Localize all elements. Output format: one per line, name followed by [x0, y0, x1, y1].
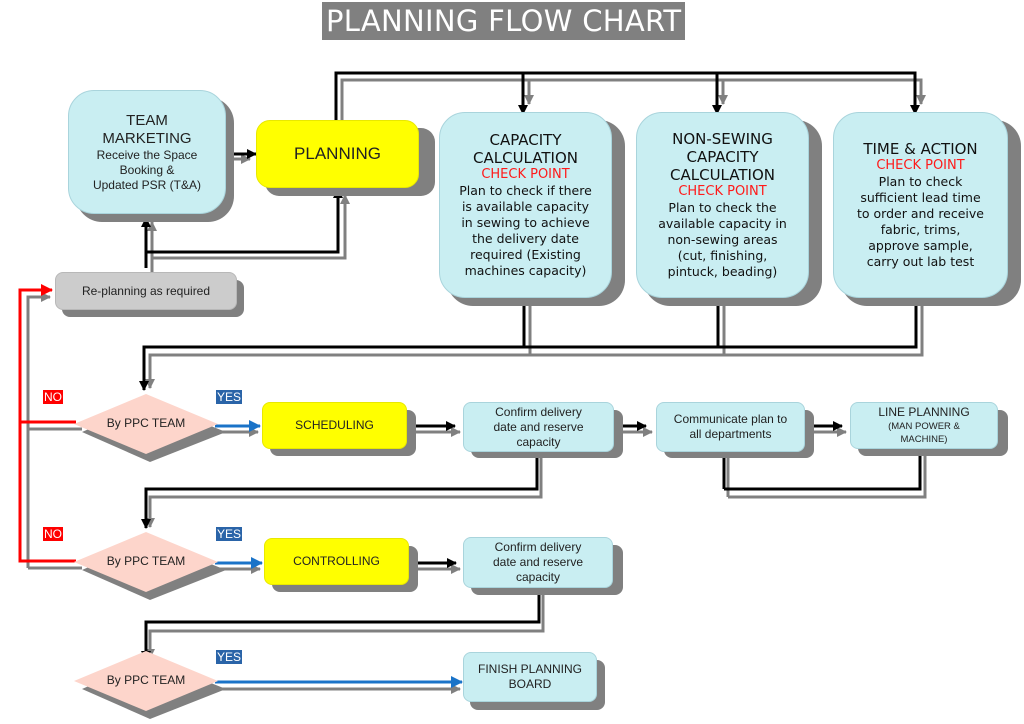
finish-line: BOARD: [508, 677, 552, 691]
capacity-heading-1: CAPACITY: [489, 131, 562, 149]
communicate-line: Communicate plan to: [673, 412, 788, 426]
planning-box: PLANNING: [256, 120, 419, 188]
yes-label-3: YES: [216, 650, 243, 664]
finish-planning-board-box: FINISH PLANNING BOARD: [463, 652, 597, 702]
non-sewing-heading-2: CAPACITY: [686, 148, 759, 166]
confirm-delivery-box-2: Confirm delivery date and reserve capaci…: [463, 537, 613, 588]
non-sewing-body-line: Plan to check the: [668, 200, 777, 215]
replanning-box: Re-planning as required: [55, 272, 237, 310]
team-marketing-heading-1: TEAM: [126, 111, 168, 129]
time-action-body-line: to order and receive: [857, 206, 984, 221]
replanning-label: Re-planning as required: [81, 284, 211, 298]
line-planning-box: LINE PLANNING (MAN POWER & MACHINE): [850, 402, 998, 449]
team-marketing-body-1: Receive the Space: [96, 147, 198, 162]
capacity-check-point: CHECK POINT: [481, 167, 570, 182]
confirm-1-line: capacity: [516, 434, 561, 449]
connectors: [139, 71, 922, 661]
yes-connectors: [215, 420, 463, 688]
capacity-body-line: is available capacity: [461, 199, 590, 214]
team-marketing-body-3: Updated PSR (T&A): [92, 177, 202, 192]
non-sewing-body-line: available capacity in: [658, 216, 787, 231]
line-planning-title: LINE PLANNING: [878, 405, 970, 419]
scheduling-label: SCHEDULING: [295, 418, 374, 432]
non-sewing-body-line: (cut, finishing,: [677, 248, 768, 263]
capacity-body-line: the delivery date: [472, 231, 579, 246]
line-planning-subtitle: (MAN POWER &: [888, 421, 960, 432]
communicate-plan-box: Communicate plan to all departments: [656, 402, 805, 452]
decision-1-shape: [74, 394, 218, 454]
page-title: PLANNING FLOW CHART: [322, 2, 686, 40]
non-sewing-heading-3: CALCULATION: [670, 166, 775, 184]
non-sewing-heading-1: NON-SEWING: [672, 130, 773, 148]
decision-3-label: By PPC TEAM: [106, 673, 186, 687]
time-action-body-line: approve sample,: [868, 238, 973, 253]
team-marketing-box: TEAM MARKETING Receive the Space Booking…: [68, 90, 226, 214]
time-action-body-line: sufficient lead time: [860, 190, 981, 205]
decision-1-label: By PPC TEAM: [106, 416, 186, 430]
time-action-check-point: CHECK POINT: [876, 158, 965, 173]
decision-2-label: By PPC TEAM: [106, 554, 186, 568]
confirm-1-line: Confirm delivery: [495, 404, 582, 419]
finish-line: FINISH PLANNING: [477, 662, 582, 676]
no-loop-connector: [18, 284, 76, 563]
capacity-calculation-box: CAPACITY CALCULATION CHECK POINT Plan to…: [439, 112, 612, 298]
line-planning-subtitle: MACHINE): [900, 434, 948, 445]
controlling-box: CONTROLLING: [264, 538, 409, 585]
non-sewing-check-point: CHECK POINT: [678, 184, 767, 199]
non-sewing-body-line: pintuck, beading): [667, 264, 778, 279]
time-action-body-line: carry out lab test: [866, 254, 975, 269]
capacity-body-line: in sewing to achieve: [461, 215, 590, 230]
scheduling-box: SCHEDULING: [262, 402, 407, 449]
no-label-1: NO: [43, 390, 63, 404]
time-and-action-box: TIME & ACTION CHECK POINT Plan to check …: [833, 112, 1008, 298]
no-label-2: NO: [43, 527, 63, 541]
capacity-heading-2: CALCULATION: [473, 149, 578, 167]
controlling-label: CONTROLLING: [293, 554, 380, 568]
confirm-2-line: date and reserve: [492, 555, 584, 569]
confirm-1-line: date and reserve: [493, 419, 584, 434]
confirm-delivery-box-1: Confirm delivery date and reserve capaci…: [463, 402, 614, 452]
time-action-body-line: Plan to check: [878, 174, 963, 189]
communicate-line: all departments: [689, 427, 772, 441]
confirm-2-line: capacity: [515, 570, 561, 584]
planning-label: PLANNING: [294, 144, 381, 163]
team-marketing-heading-2: MARKETING: [102, 129, 192, 147]
time-action-body-line: fabric, trims,: [880, 222, 961, 237]
capacity-body-line: machines capacity): [464, 263, 587, 278]
decision-3-shape: [74, 651, 218, 711]
capacity-body-line: Plan to check if there: [459, 183, 592, 198]
capacity-body-line: required (Existing: [470, 247, 581, 262]
decision-diamonds: [74, 394, 226, 719]
decision-2-shape: [74, 532, 218, 592]
time-action-heading: TIME & ACTION: [863, 140, 978, 158]
non-sewing-capacity-box: NON-SEWING CAPACITY CALCULATION CHECK PO…: [636, 112, 809, 298]
team-marketing-body-2: Booking &: [119, 162, 175, 177]
yes-label-1: YES: [216, 390, 243, 404]
confirm-2-line: Confirm delivery: [494, 540, 582, 554]
yes-label-2: YES: [216, 527, 243, 541]
non-sewing-body-line: non-sewing areas: [667, 232, 778, 247]
